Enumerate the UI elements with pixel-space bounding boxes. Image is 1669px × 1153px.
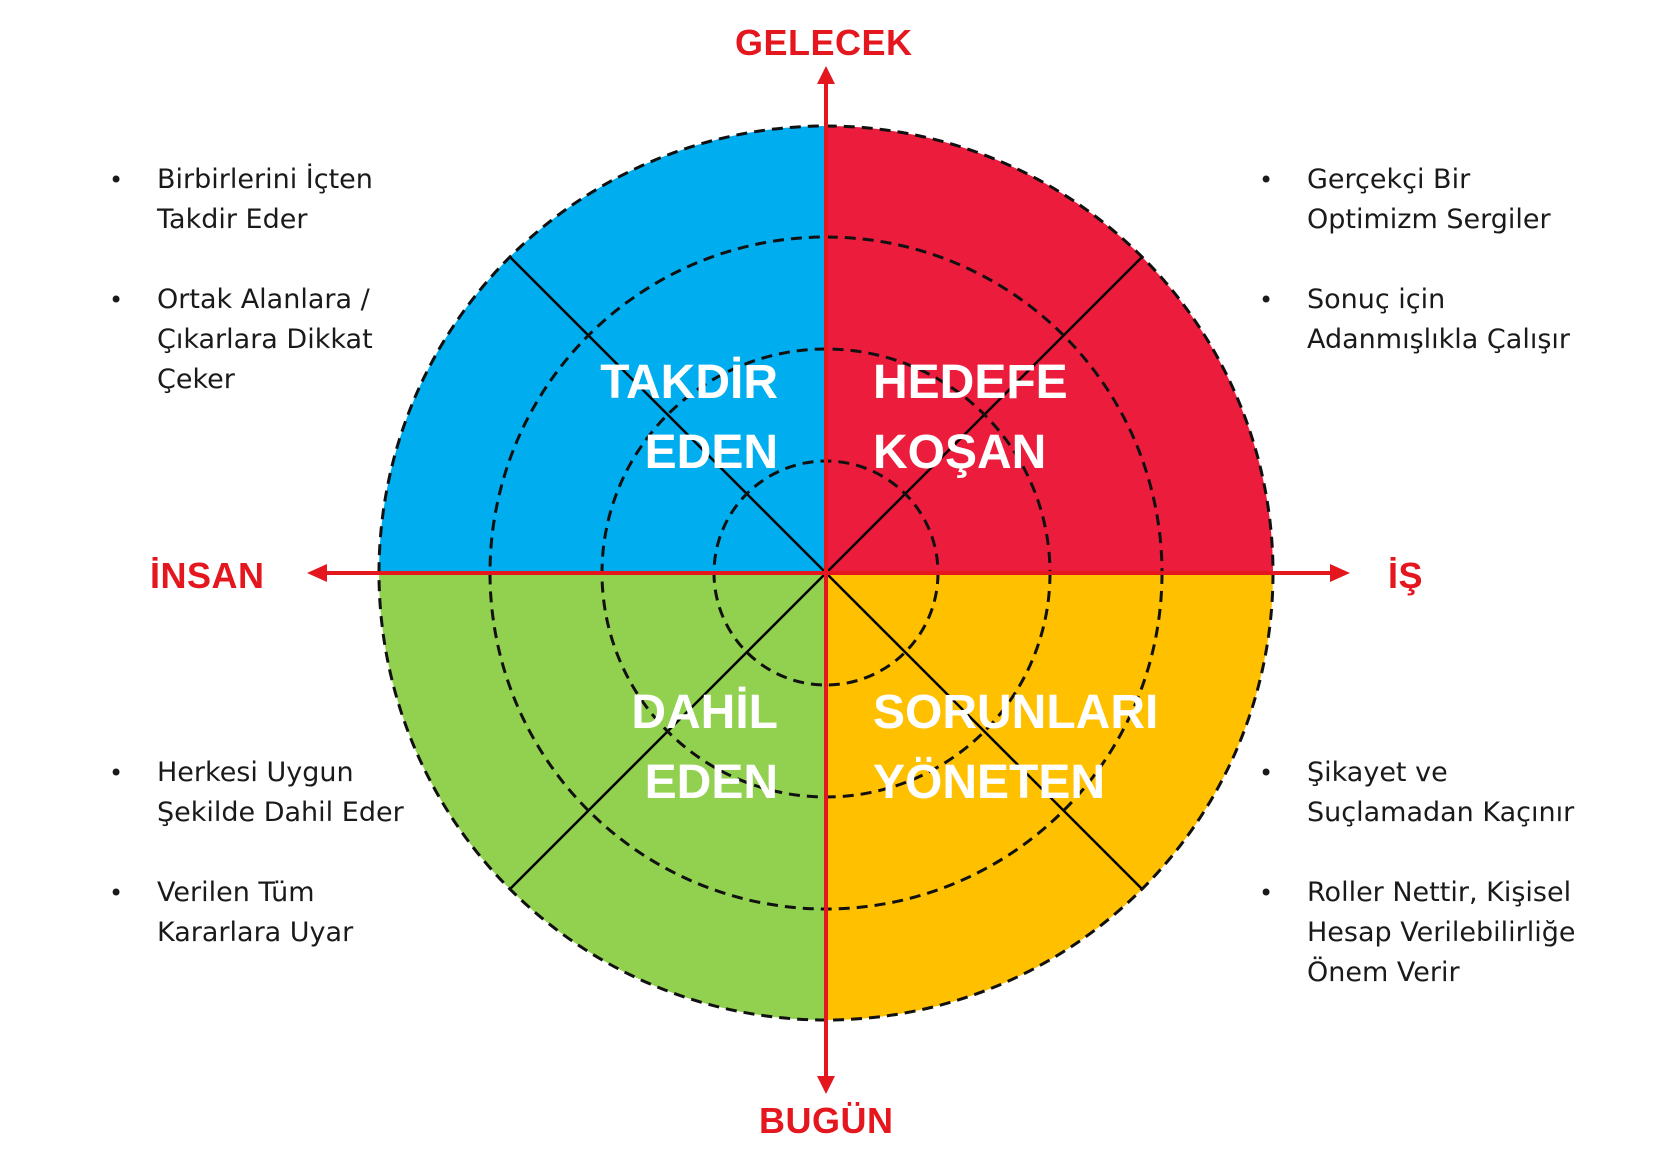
quadrant-title-bottom-left: DAHİL EDEN (631, 678, 778, 818)
arrow-left-icon (307, 564, 327, 582)
quadrant-title-line: DAHİL (631, 686, 778, 739)
bullet-dot-icon: • (1259, 286, 1274, 314)
axis-label-left: İNSAN (150, 555, 265, 596)
bullet-line: Takdir Eder (157, 204, 308, 235)
axes (307, 66, 1350, 1094)
bullet-dot-icon: • (1259, 166, 1274, 194)
quadrant-title-bottom-right: SORUNLARI YÖNETEN (873, 678, 1158, 818)
bullet-line: Önem Verir (1307, 957, 1460, 988)
axis-label-top: GELECEK (735, 22, 913, 63)
bullet-item: • Roller Nettir, Kişisel Hesap Verilebil… (1257, 873, 1575, 993)
bullet-line: Adanmışlıkla Çalışır (1307, 324, 1570, 355)
bullet-item: • Herkesi Uygun Şekilde Dahil Eder (107, 753, 404, 833)
bullet-list-bottom-right: • Şikayet ve Suçlamadan Kaçınır • Roller… (1257, 753, 1575, 993)
bullet-item: • Verilen Tüm Kararlara Uyar (107, 873, 404, 953)
quadrant-title-line: EDEN (644, 426, 778, 479)
quadrant-title-line: EDEN (644, 756, 778, 809)
bullet-dot-icon: • (1259, 879, 1274, 907)
bullet-item: • Ortak Alanlara / Çıkarlara Dikkat Çeke… (107, 280, 373, 400)
bullet-line: Verilen Tüm (157, 877, 315, 908)
bullet-line: Herkesi Uygun (157, 757, 354, 788)
bullet-item: • Birbirlerini İçten Takdir Eder (107, 160, 373, 240)
bullet-dot-icon: • (109, 286, 124, 314)
bullet-dot-icon: • (109, 759, 124, 787)
bullet-line: Optimizm Sergiler (1307, 204, 1551, 235)
bullet-line: Şekilde Dahil Eder (157, 797, 404, 828)
quadrant-title-line: HEDEFE (873, 356, 1068, 409)
quadrant-title-line: YÖNETEN (873, 756, 1106, 809)
bullet-line: Roller Nettir, Kişisel (1307, 877, 1572, 908)
arrow-down-icon (817, 1076, 835, 1094)
bullet-line: Gerçekçi Bir (1307, 164, 1471, 195)
bullet-line: Şikayet ve (1307, 757, 1448, 788)
bullet-line: Sonuç için (1307, 284, 1446, 315)
bullet-item: • Şikayet ve Suçlamadan Kaçınır (1257, 753, 1575, 833)
arrow-up-icon (817, 66, 835, 84)
bullet-line: Kararlara Uyar (157, 917, 354, 948)
bullet-dot-icon: • (1259, 759, 1274, 787)
bullet-line: Ortak Alanlara / (157, 284, 370, 315)
bullet-line: Hesap Verilebilirliğe (1307, 917, 1576, 948)
quadrant-title-line: KOŞAN (873, 426, 1047, 479)
bullet-line: Suçlamadan Kaçınır (1307, 797, 1575, 828)
quadrant-title-top-right: HEDEFE KOŞAN (873, 348, 1068, 488)
bullet-line: Çıkarlara Dikkat (157, 324, 373, 355)
quadrant-title-line: SORUNLARI (873, 686, 1159, 739)
bullet-list-bottom-left: • Herkesi Uygun Şekilde Dahil Eder • Ver… (107, 753, 404, 953)
bullet-dot-icon: • (109, 879, 124, 907)
quadrant-title-top-left: TAKDİR EDEN (600, 348, 778, 488)
axis-label-right: İŞ (1388, 555, 1424, 596)
bullet-list-top-right: • Gerçekçi Bir Optimizm Sergiler • Sonuç… (1257, 160, 1570, 360)
bullet-item: • Sonuç için Adanmışlıkla Çalışır (1257, 280, 1570, 360)
bullet-list-top-left: • Birbirlerini İçten Takdir Eder • Ortak… (107, 160, 373, 400)
axis-label-bottom: BUGÜN (759, 1100, 894, 1141)
bullet-item: • Gerçekçi Bir Optimizm Sergiler (1257, 160, 1570, 240)
arrow-right-icon (1330, 564, 1350, 582)
bullet-line: Birbirlerini İçten (157, 164, 373, 195)
quadrant-title-line: TAKDİR (600, 356, 778, 409)
bullet-line: Çeker (157, 364, 235, 395)
bullet-dot-icon: • (109, 166, 124, 194)
